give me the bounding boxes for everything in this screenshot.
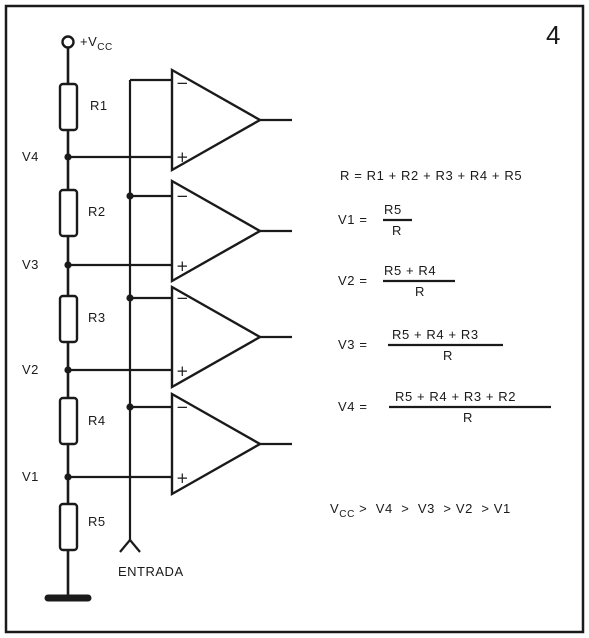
vcc-subscript: CC	[97, 42, 112, 53]
comparator-3-plus: +	[176, 362, 189, 380]
comparator-4-minus: −	[176, 398, 189, 416]
equation-v2-den: R	[415, 284, 425, 299]
equation-v4-den: R	[463, 410, 473, 425]
resistor-r3: R3	[58, 294, 106, 344]
comparator-4-plus: +	[176, 469, 189, 487]
equation-v1-den: R	[392, 223, 402, 238]
r3-label: R3	[88, 310, 106, 325]
node-v4: V4	[22, 149, 72, 164]
equation-v2-num: R5 + R4	[384, 263, 436, 278]
vcc-symbol: +V	[80, 34, 97, 49]
resistor-r5: R5	[58, 502, 106, 552]
figure-frame	[4, 4, 585, 634]
node-v1: V1	[22, 469, 72, 484]
comparator-3: − +	[170, 284, 292, 390]
equation-v3-lhs: V3 =	[338, 337, 368, 352]
node-v2-label: V2	[22, 362, 39, 377]
equation-v2-lhs: V2 =	[338, 273, 368, 288]
comparator-1: − +	[170, 67, 292, 173]
equation-v1-lhs: V1 =	[338, 212, 368, 227]
r2-label: R2	[88, 204, 106, 219]
equation-v3-num: R5 + R4 + R3	[392, 327, 479, 342]
equation-v4-num: R5 + R4 + R3 + R2	[395, 389, 516, 404]
equation-v1-num: R5	[384, 202, 402, 217]
node-v3: V3	[22, 257, 72, 272]
inequality-v: V	[330, 501, 339, 516]
input-label: ENTRADA	[118, 564, 184, 579]
comparator-2: − +	[170, 178, 292, 284]
comparator-1-plus: +	[176, 148, 189, 166]
figure-number: 4	[546, 20, 560, 50]
equation-v2: V2 = R5 + R4 R	[338, 263, 455, 299]
resistor-r4: R4	[58, 396, 106, 446]
comparator-2-minus: −	[176, 187, 189, 205]
equation-v4-lhs: V4 =	[338, 399, 368, 414]
node-v4-label: V4	[22, 149, 39, 164]
inequality-sub: CC	[339, 509, 355, 520]
inequality-rest: > V4 > V3 > V2 > V1	[355, 501, 511, 516]
equation-v1: V1 = R5 R	[338, 202, 412, 238]
node-v1-label: V1	[22, 469, 39, 484]
equation-r-sum: R = R1 + R2 + R3 + R4 + R5	[340, 168, 522, 183]
equation-v4: V4 = R5 + R4 + R3 + R2 R	[338, 389, 551, 425]
resistor-r1: R1	[58, 82, 108, 132]
equation-v3-den: R	[443, 348, 453, 363]
comparator-2-plus: +	[176, 257, 189, 275]
inequality: VCC > V4 > V3 > V2 > V1	[330, 501, 511, 520]
vcc-label: +VCC	[80, 34, 113, 53]
comparator-1-minus: −	[176, 74, 189, 92]
r1-label: R1	[90, 98, 108, 113]
reference-wires	[68, 155, 172, 479]
comparator-4: − +	[170, 391, 292, 497]
resistor-r2: R2	[58, 188, 106, 238]
node-v2: V2	[22, 362, 72, 377]
input-bus	[119, 78, 172, 553]
equation-v3: V3 = R5 + R4 + R3 R	[338, 327, 503, 363]
comparator-3-minus: −	[176, 289, 189, 307]
node-v3-label: V3	[22, 257, 39, 272]
r4-label: R4	[88, 413, 106, 428]
r5-label: R5	[88, 514, 106, 529]
vcc-terminal	[61, 35, 75, 49]
